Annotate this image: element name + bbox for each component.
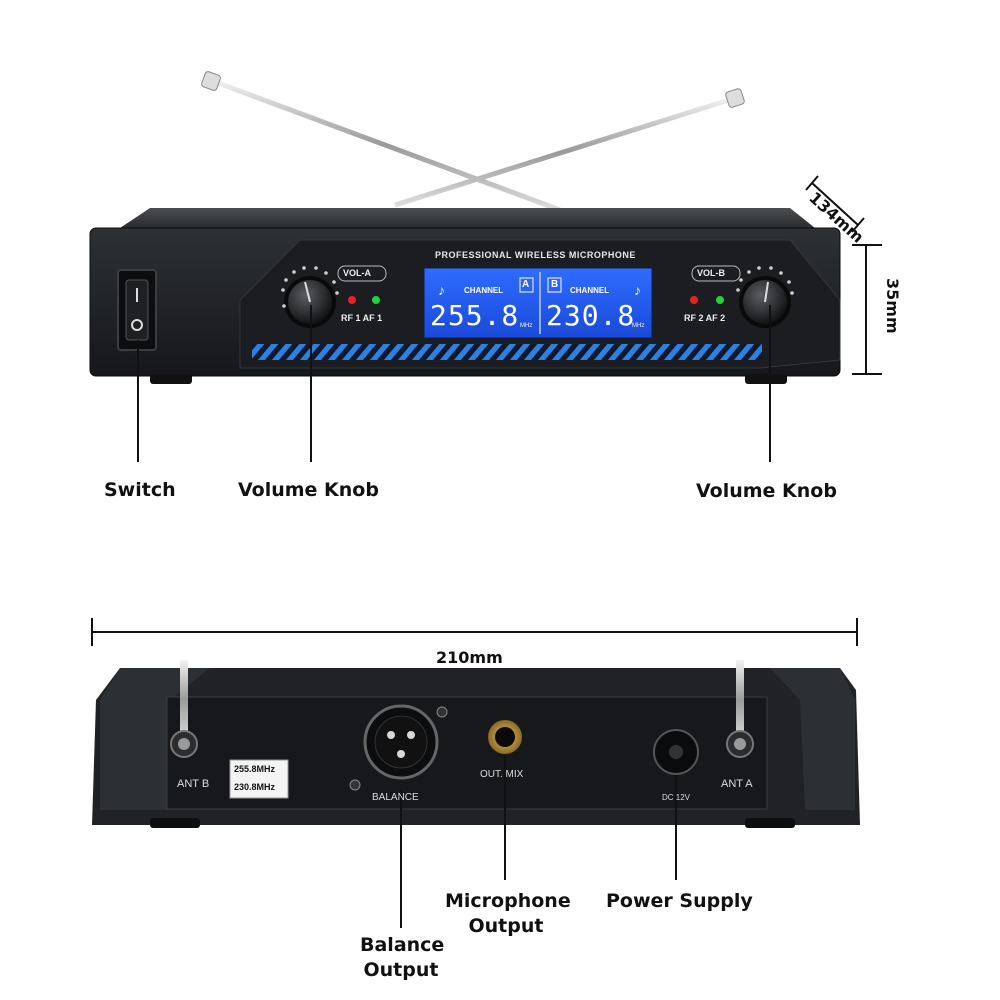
lcd-channel-label-right: CHANNEL	[570, 286, 610, 295]
out-mix-jack[interactable]	[488, 720, 522, 754]
height-label: 35mm	[883, 278, 902, 334]
out-mix-label: OUT. MIX	[480, 769, 524, 780]
volume-knob-a[interactable]	[284, 276, 336, 328]
ant-b-label: ANT B	[177, 778, 210, 790]
balance-output-callout: Balance Output	[360, 933, 445, 983]
lcd-unit-left: MHz	[520, 323, 533, 329]
frequency-sticker	[229, 759, 289, 799]
dc-power-jack[interactable]	[653, 729, 699, 775]
lcd-frequency-right: 230.8	[546, 299, 636, 332]
svg-text:♪: ♪	[634, 282, 641, 298]
sticker-line-1: 255.8MHz	[234, 764, 276, 774]
dc-label: DC 12V	[662, 793, 691, 802]
lcd-channel-label-left: CHANNEL	[464, 286, 504, 295]
lcd-channel-letter-right: B	[551, 279, 559, 290]
lcd-unit-right: MHz	[632, 323, 645, 329]
vol-b-label: VOL-B	[697, 268, 725, 278]
lcd-frequency-left: 255.8	[430, 299, 520, 332]
balance-label: BALANCE	[372, 792, 419, 803]
antenna-right	[394, 88, 745, 208]
front-top-lid	[120, 208, 815, 228]
balance-output-line1: Balance	[360, 934, 445, 956]
microphone-output-callout: Microphone Output	[445, 889, 571, 939]
width-label: 210mm	[436, 648, 503, 667]
antenna-b-rear	[170, 660, 198, 758]
volume-knob-right-callout: Volume Knob	[696, 480, 837, 502]
ant-a-label: ANT A	[721, 778, 753, 790]
microphone-output-line2: Output	[468, 915, 544, 937]
lcd-channel-letter-left: A	[522, 279, 530, 290]
volume-knob-b[interactable]	[739, 276, 791, 328]
accent-stripes	[252, 344, 762, 360]
rf-af-left-label: RF 1 AF 1	[341, 313, 383, 323]
volume-knob-left-callout: Volume Knob	[238, 479, 379, 501]
balance-output-line2: Output	[363, 959, 439, 981]
lcd-display: ♪ ♪	[423, 267, 653, 339]
antenna-a-rear	[726, 660, 754, 758]
front-header-text: PROFESSIONAL WIRELESS MICROPHONE	[435, 250, 636, 260]
height-dimension	[852, 244, 882, 375]
vol-a-label: VOL-A	[343, 268, 371, 278]
switch-callout: Switch	[104, 479, 176, 501]
note-icon: ♪	[438, 282, 445, 298]
antenna-left	[201, 71, 561, 213]
width-dimension	[91, 618, 858, 646]
power-supply-callout: Power Supply	[606, 890, 753, 912]
rf-af-right-label: RF 2 AF 2	[684, 313, 726, 323]
xlr-balance-connector[interactable]	[349, 704, 448, 791]
depth-dimension	[805, 175, 865, 233]
microphone-output-line1: Microphone	[445, 890, 571, 912]
power-switch[interactable]	[117, 269, 157, 351]
sticker-line-2: 230.8MHz	[234, 782, 276, 792]
